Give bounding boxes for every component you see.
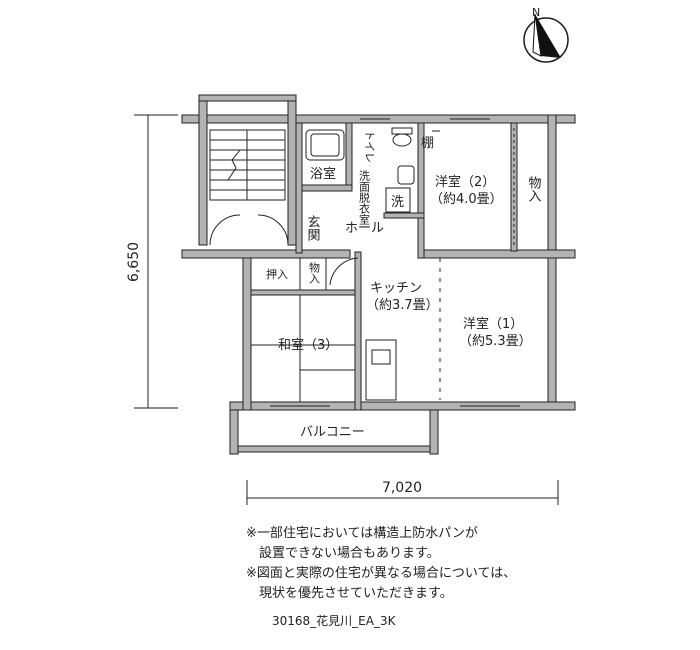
compass-icon: N [523, 6, 569, 63]
svg-text:玄関: 玄関 [305, 215, 321, 242]
western2-name: 洋室（2） [435, 174, 495, 190]
note-line-2: 設置できない場合もあります。 [246, 546, 440, 561]
kitchen-size: （約3.7畳） [366, 298, 439, 313]
balcony-label: バルコニー [300, 425, 365, 440]
note-line-1: ※一部住宅においては構造上防水パンが [246, 526, 478, 541]
fixtures [209, 118, 520, 407]
shelf-label: 棚 [421, 136, 434, 151]
svg-text:洗面脱衣室: 洗面脱衣室 [358, 170, 371, 225]
svg-text:物入: 物入 [308, 261, 321, 284]
entrance-label: 玄関 [305, 215, 321, 242]
western2-size: （約4.0畳） [430, 192, 503, 207]
height-dimension: 6,650 [126, 114, 178, 409]
north-label: N [532, 6, 540, 19]
japanese3-label: 和室（3） [278, 337, 338, 353]
width-dimension: 7,020 [246, 480, 559, 505]
plan-code: 30168_花見川_EA_3K [272, 614, 396, 628]
width-label: 7,020 [382, 480, 422, 496]
washer-label: 洗 [391, 195, 404, 210]
bath-label: 浴室 [310, 166, 336, 182]
oshiire-label: 押入 [266, 267, 288, 281]
kitchen-name: キッチン [370, 281, 422, 296]
svg-text:物入: 物入 [526, 176, 542, 202]
storage-small-label: 物入 [308, 261, 321, 284]
height-label: 6,650 [126, 242, 142, 282]
toilet-label: トイレ [363, 130, 376, 163]
western1-name: 洋室（1） [463, 316, 523, 332]
note-line-4: 現状を優先させていただきます。 [246, 586, 453, 601]
western1-size: （約5.3畳） [459, 334, 532, 349]
dressing-label: 洗面脱衣室 [358, 170, 371, 225]
hall-label: ホール [345, 221, 384, 236]
storage-right-label: 物入 [526, 176, 542, 202]
note-line-3: ※図面と実際の住宅が異なる場合については、 [246, 566, 517, 581]
